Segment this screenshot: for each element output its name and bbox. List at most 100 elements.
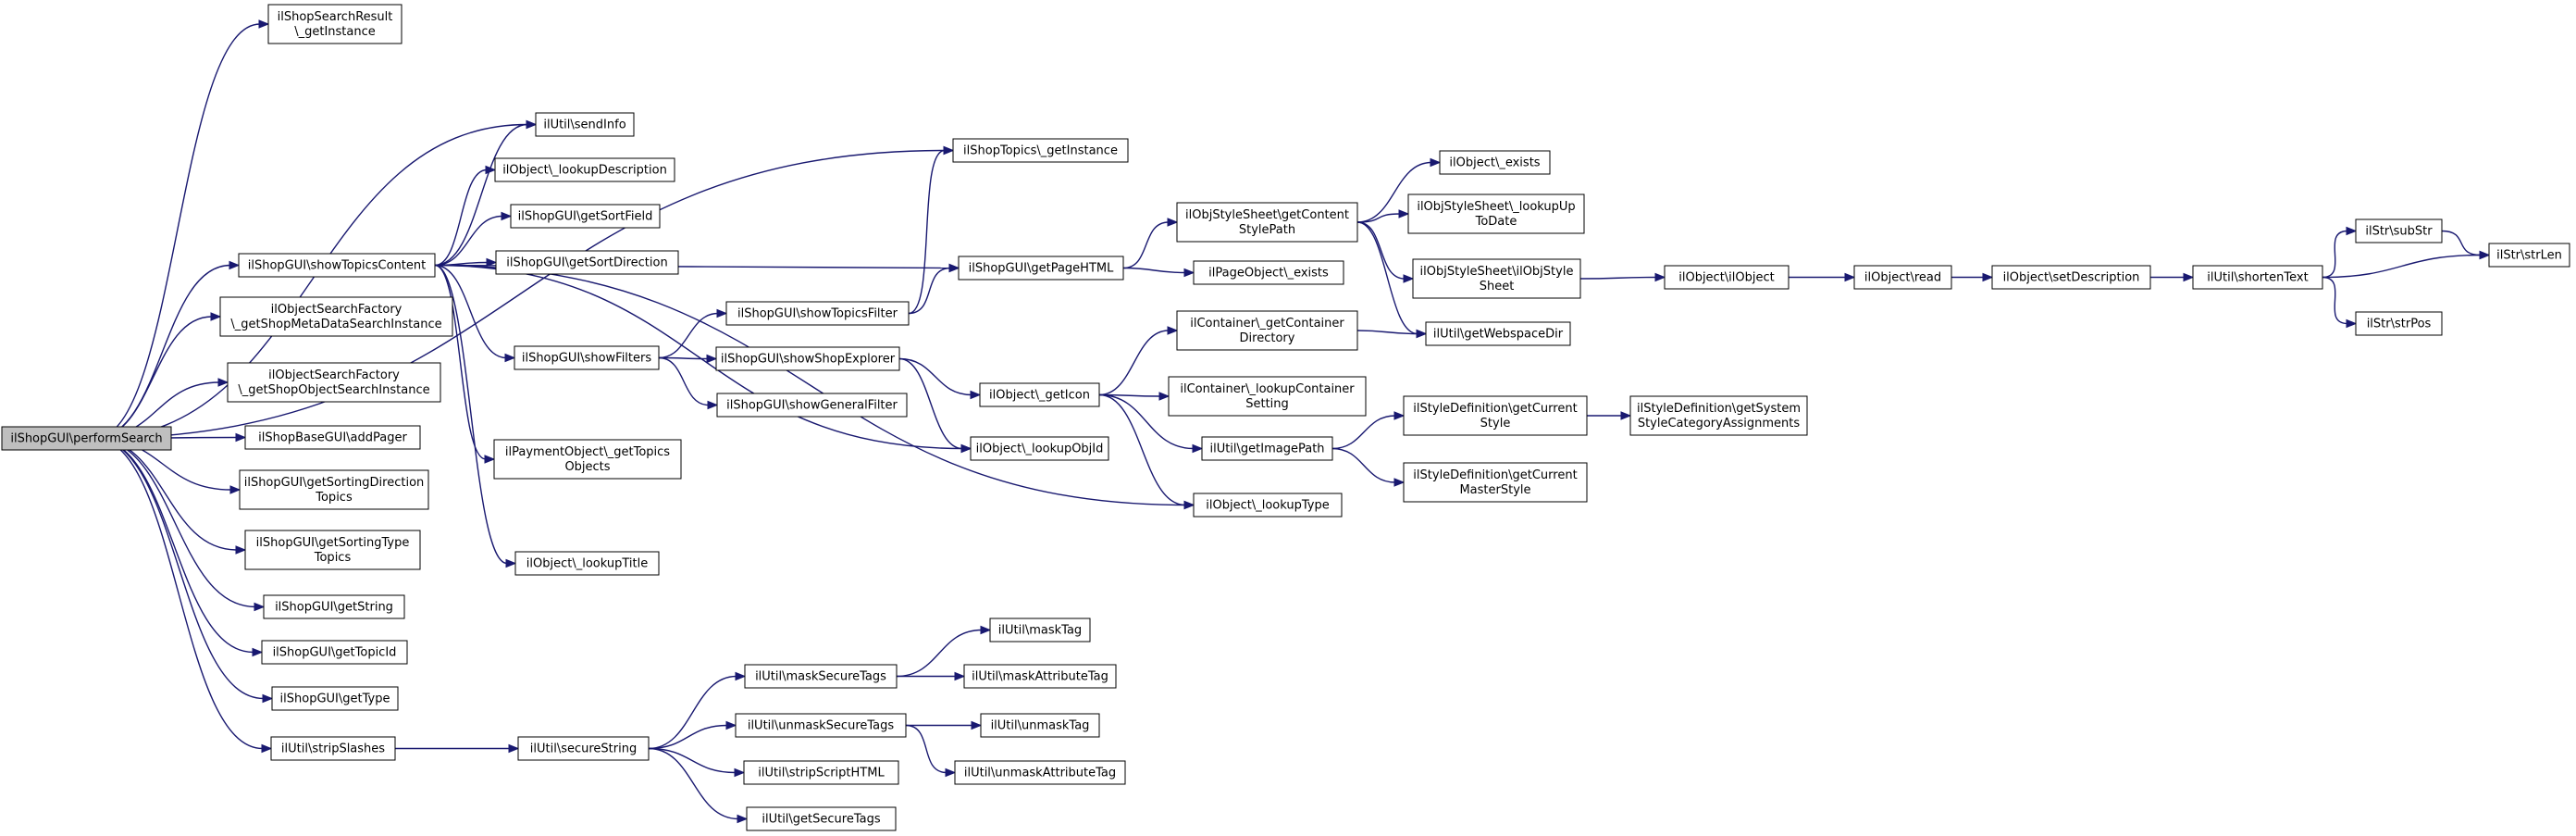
edge-line xyxy=(648,675,737,750)
graph-node[interactable]: ilUtil\secureString xyxy=(517,736,650,761)
node-label: Style xyxy=(1480,417,1511,430)
graph-node[interactable]: ilUtil\stripSlashes xyxy=(270,736,396,761)
graph-node[interactable]: ilShopGUI\showTopicsContent xyxy=(238,253,436,278)
graph-node[interactable]: ilObjStyleSheet\ilObjStyleSheet xyxy=(1412,258,1581,299)
node-label: ilObject\_lookupObjId xyxy=(976,443,1104,456)
graph-node[interactable]: ilShopGUI\showShopExplorer xyxy=(715,346,900,371)
node-box xyxy=(980,713,1100,738)
arrowhead xyxy=(508,743,520,754)
graph-node[interactable]: ilShopGUI\getTopicId xyxy=(261,640,408,665)
node-box xyxy=(2192,265,2323,290)
graph-node[interactable]: ilShopGUI\getPageHTML xyxy=(958,256,1124,281)
graph-node[interactable]: ilUtil\getImagePath xyxy=(1201,436,1333,461)
edge-line xyxy=(1122,267,1186,274)
graph-node[interactable]: ilShopTopics\_getInstance xyxy=(952,138,1129,163)
arrowhead xyxy=(504,353,516,363)
graph-node[interactable]: ilUtil\getSecureTags xyxy=(746,806,897,831)
graph-node[interactable]: ilShopGUI\getString xyxy=(263,594,405,619)
graph-node[interactable]: ilShopGUI\getSortField xyxy=(510,204,661,229)
node-box xyxy=(979,382,1100,407)
graph-node[interactable]: ilShopSearchResult\_getInstance xyxy=(267,4,402,44)
edge-line xyxy=(896,629,983,678)
graph-node[interactable]: ilObject\ilObject xyxy=(1664,265,1790,290)
node-box xyxy=(238,253,436,278)
graph-node[interactable]: ilObject\_lookupObjId xyxy=(970,436,1109,461)
graph-node[interactable]: ilShopBaseGUI\addPager xyxy=(244,425,421,450)
call-edge xyxy=(395,743,520,754)
node-box xyxy=(1193,260,1344,285)
node-box xyxy=(244,425,421,450)
arrowhead xyxy=(980,625,992,635)
node-box xyxy=(954,760,1126,785)
node-box xyxy=(744,664,898,689)
graph-node[interactable]: ilStyleDefinition\getSystemStyleCategory… xyxy=(1629,395,1808,436)
node-label: ilObject\_lookupType xyxy=(1206,499,1329,513)
graph-node[interactable]: ilUtil\maskSecureTags xyxy=(744,664,898,689)
graph-node[interactable]: ilUtil\shortenText xyxy=(2192,265,2323,290)
node-label: ilContainer\_getContainer xyxy=(1190,317,1344,331)
node-box xyxy=(494,157,675,182)
graph-node[interactable]: ilShopGUI\showFilters xyxy=(514,345,660,370)
arrowhead xyxy=(1393,478,1406,487)
call-edge xyxy=(1098,393,1195,510)
arrowhead xyxy=(707,400,719,410)
graph-node[interactable]: ilStr\strLen xyxy=(2488,243,2570,268)
edge-line xyxy=(434,264,508,565)
graph-node[interactable]: ilShopGUI\getType xyxy=(271,686,399,711)
arrowhead xyxy=(1167,326,1179,335)
arrowhead xyxy=(235,432,247,443)
node-box xyxy=(746,806,897,831)
node-label: Objects xyxy=(564,460,610,474)
graph-node[interactable]: ilObject\_getIcon xyxy=(979,382,1100,407)
edge-line xyxy=(434,215,503,267)
graph-node[interactable]: ilObject\_lookupTitle xyxy=(514,551,660,576)
node-box xyxy=(239,469,429,510)
graph-node[interactable]: ilShopGUI\getSortDirection xyxy=(495,250,679,275)
graph-root-node[interactable]: ilShopGUI\performSearch xyxy=(1,426,172,451)
node-label: ilShopGUI\getString xyxy=(275,601,393,615)
graph-node[interactable]: ilObject\_exists xyxy=(1439,150,1551,175)
graph-node[interactable]: ilStr\strPos xyxy=(2355,311,2443,336)
node-label: ilShopGUI\getPageHTML xyxy=(969,262,1114,276)
node-box xyxy=(1,426,172,451)
graph-node[interactable]: ilUtil\sendInfo xyxy=(535,112,635,137)
edge-line xyxy=(93,437,254,654)
graph-node[interactable]: ilUtil\getWebspaceDir xyxy=(1425,321,1571,346)
call-edge xyxy=(908,263,960,315)
graph-node[interactable]: ilObjectSearchFactory\_getShopObjectSear… xyxy=(227,362,441,403)
edge-line xyxy=(93,149,946,440)
node-box xyxy=(517,736,650,761)
graph-node[interactable]: ilShopGUI\showTopicsFilter xyxy=(725,301,910,326)
edge-line xyxy=(93,437,238,551)
graph-node[interactable]: ilObject\read xyxy=(1853,265,1952,290)
graph-node[interactable]: ilUtil\unmaskSecureTags xyxy=(735,713,907,738)
node-box xyxy=(495,250,679,275)
graph-node[interactable]: ilObject\setDescription xyxy=(1991,265,2151,290)
node-box xyxy=(227,362,441,403)
graph-node[interactable]: ilPageObject\_exists xyxy=(1193,260,1344,285)
graph-node[interactable]: ilObjectSearchFactory\_getShopMetaDataSe… xyxy=(219,296,453,337)
graph-node[interactable]: ilObject\_lookupDescription xyxy=(494,157,675,182)
edge-line xyxy=(1579,276,1657,280)
node-box xyxy=(2488,243,2570,268)
graph-node[interactable]: ilStr\subStr xyxy=(2355,218,2443,243)
graph-node[interactable]: ilUtil\unmaskTag xyxy=(980,713,1100,738)
graph-node[interactable]: ilObject\_lookupType xyxy=(1193,493,1343,518)
edge-line xyxy=(908,149,946,315)
graph-node[interactable]: ilUtil\maskTag xyxy=(989,618,1091,643)
graph-node[interactable]: ilShopGUI\showGeneralFilter xyxy=(716,393,908,418)
graph-node[interactable]: ilUtil\stripScriptHTML xyxy=(743,760,899,785)
graph-node[interactable]: ilUtil\maskAttributeTag xyxy=(963,664,1117,689)
edge-line xyxy=(93,437,264,750)
node-label: ilShopGUI\getSortField xyxy=(518,210,653,224)
graph-node[interactable]: ilUtil\unmaskAttributeTag xyxy=(954,760,1126,785)
